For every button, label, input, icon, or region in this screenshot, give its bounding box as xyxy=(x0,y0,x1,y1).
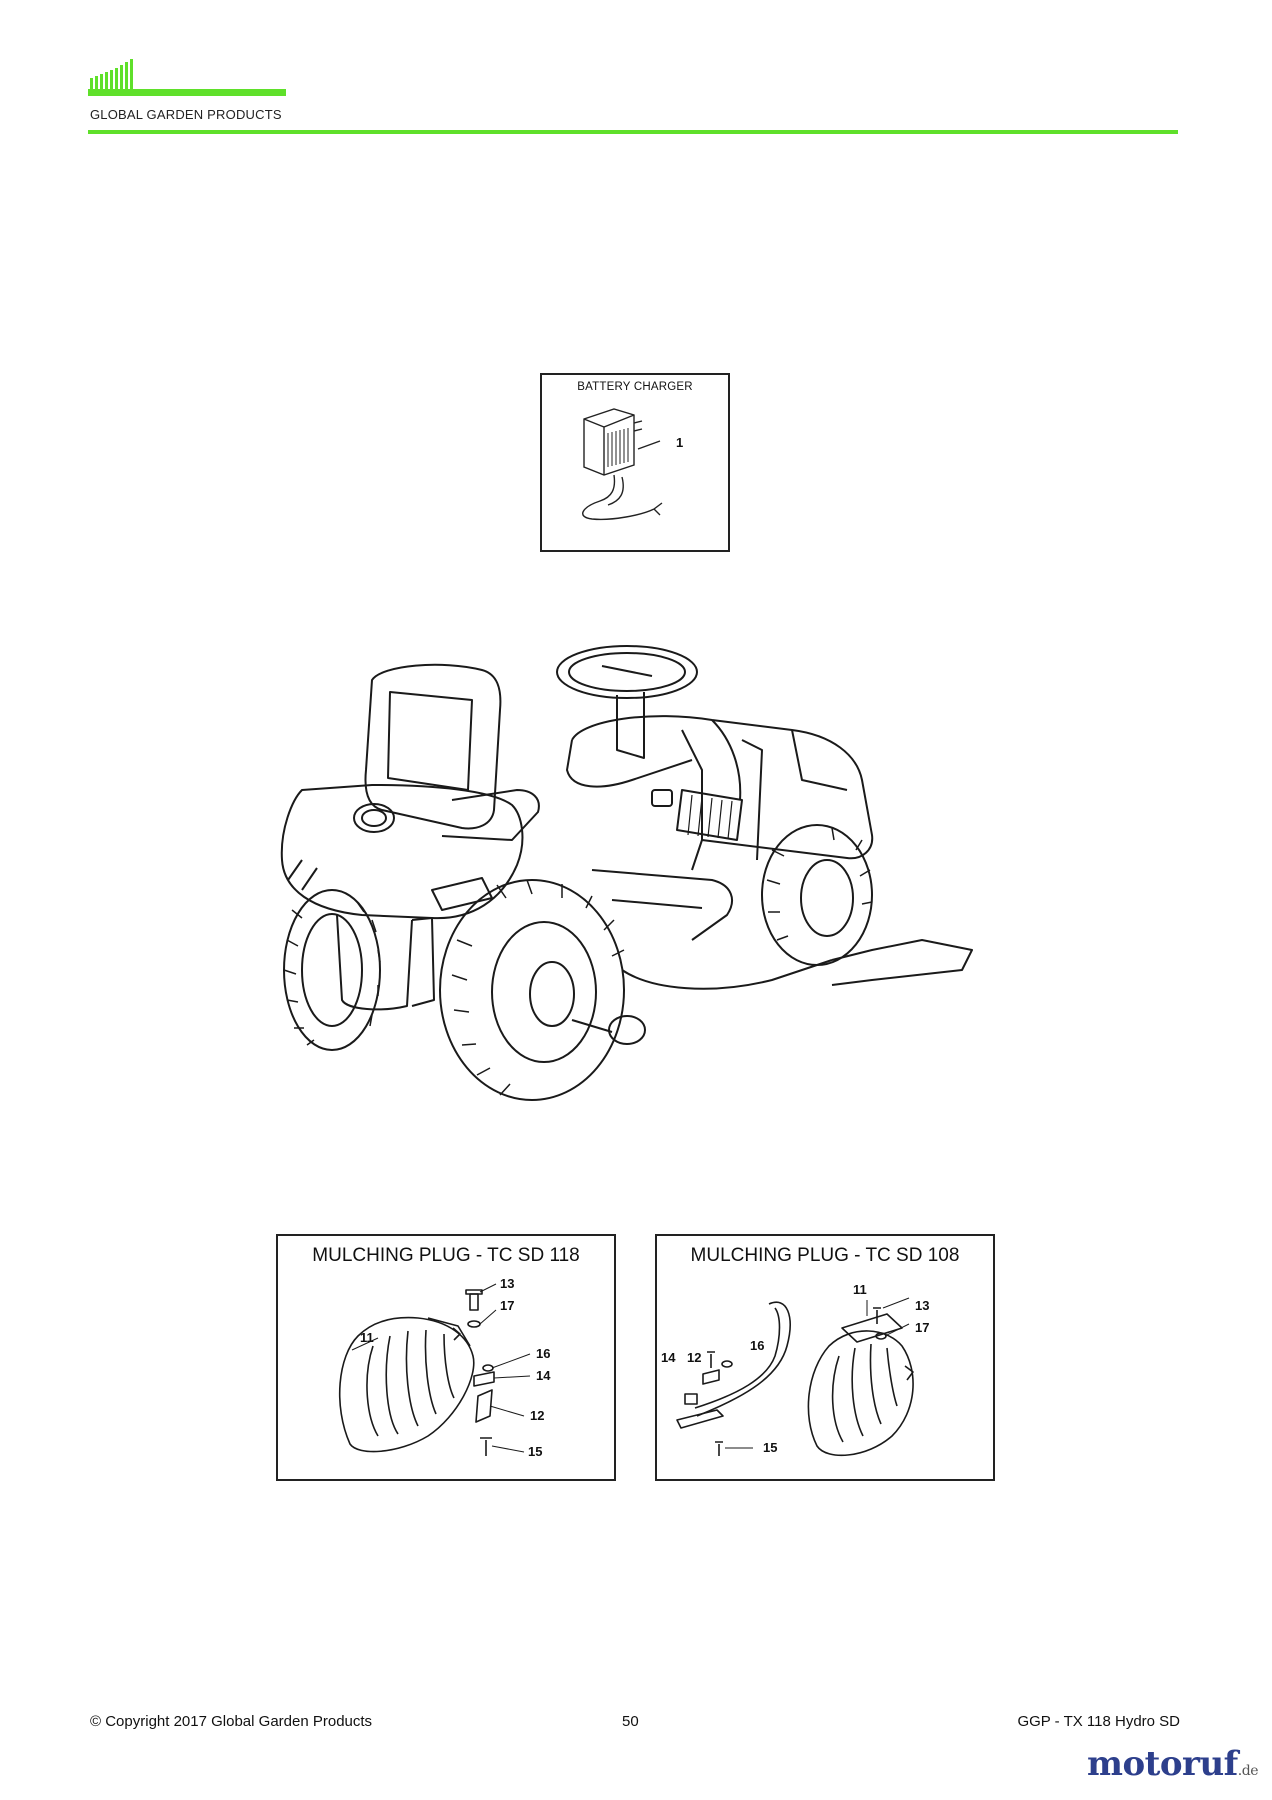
battery-charger-title: BATTERY CHARGER xyxy=(577,381,693,393)
callout-16-right: 16 xyxy=(750,1338,765,1353)
callout-17-right: 17 xyxy=(915,1320,930,1335)
mulching-plug-118-title: MULCHING PLUG - TC SD 118 xyxy=(312,1245,580,1266)
callout-17-left: 17 xyxy=(500,1298,515,1313)
header-divider xyxy=(88,130,1178,134)
mulching-plug-108-drawing xyxy=(676,1297,914,1457)
callout-12-right: 12 xyxy=(687,1350,702,1365)
battery-charger-drawing xyxy=(582,408,663,521)
callout-1: 1 xyxy=(676,435,684,450)
callout-14-left: 14 xyxy=(536,1368,551,1383)
mulching-plug-108-box: MULCHING PLUG - TC SD 108 xyxy=(655,1234,995,1481)
callout-15-left: 15 xyxy=(528,1444,543,1459)
model-name: GGP - TX 118 Hydro SD xyxy=(1017,1713,1180,1730)
ggp-logo xyxy=(88,56,288,126)
callout-16-left: 16 xyxy=(536,1346,551,1361)
copyright-text: © Copyright 2017 Global Garden Products xyxy=(90,1713,373,1730)
callout-11-left: 11 xyxy=(360,1330,374,1345)
callout-15-right: 15 xyxy=(763,1440,778,1455)
mulching-plug-118-drawing xyxy=(338,1283,531,1456)
watermark-name: motoruf xyxy=(1087,1744,1238,1784)
page-number: 50 xyxy=(622,1713,639,1730)
motoruf-watermark: motoruf.de xyxy=(1087,1744,1259,1784)
mulching-plug-118-box: MULCHING PLUG - TC SD 118 xyxy=(276,1234,616,1481)
callout-12-left: 12 xyxy=(530,1408,545,1423)
callout-13-left: 13 xyxy=(500,1276,515,1291)
callout-13-right: 13 xyxy=(915,1298,930,1313)
callout-11-right: 11 xyxy=(853,1282,867,1297)
callout-14-right: 14 xyxy=(661,1350,676,1365)
mulching-plug-108-title: MULCHING PLUG - TC SD 108 xyxy=(690,1245,960,1266)
brand-name: GLOBAL GARDEN PRODUCTS xyxy=(90,107,282,122)
watermark-tld: .de xyxy=(1237,1763,1259,1779)
battery-charger-box: BATTERY CHARGER 1 xyxy=(540,373,730,552)
lawn-tractor-illustration xyxy=(272,640,992,1200)
